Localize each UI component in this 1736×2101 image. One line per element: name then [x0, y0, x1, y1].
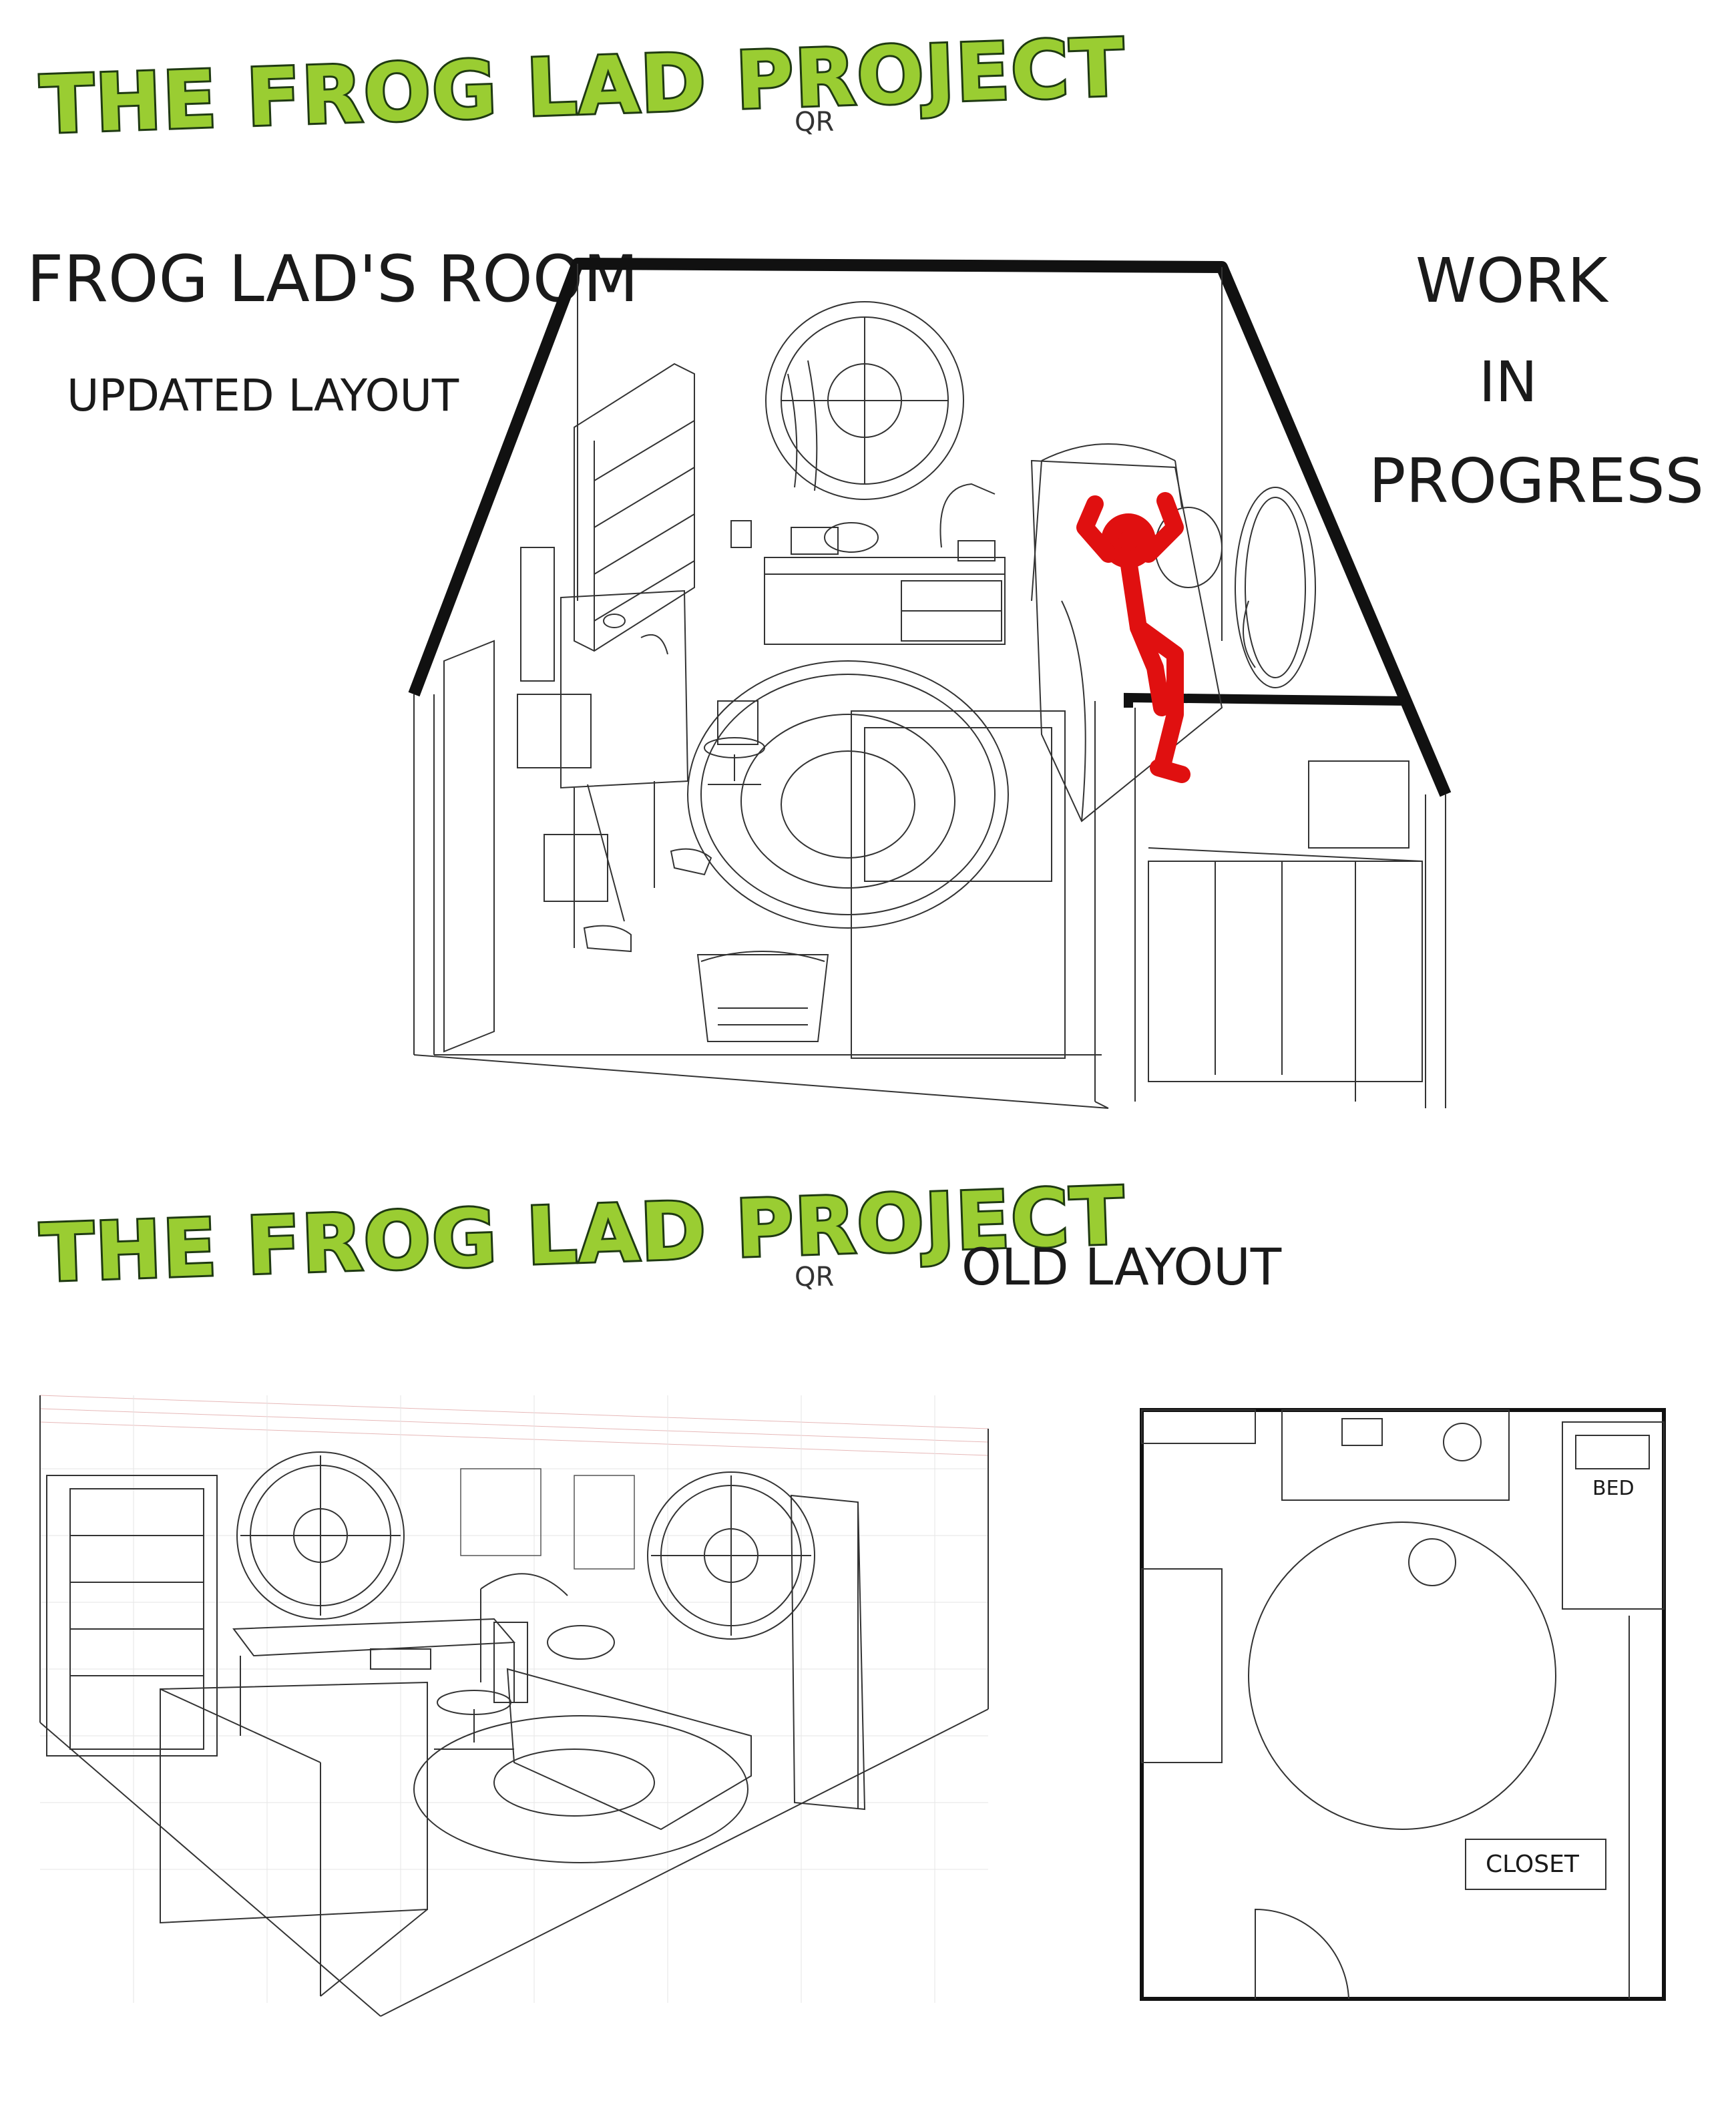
round-window [765, 301, 964, 500]
status-work: WORK [1416, 245, 1608, 316]
old-chair [434, 1622, 528, 1750]
highlight-figure [1076, 492, 1190, 783]
laundry-basket [696, 951, 829, 1042]
floorplan-outline [1140, 1408, 1666, 2001]
office-chair [704, 700, 765, 785]
old-posters [460, 1468, 635, 1570]
back-desk [730, 483, 1006, 645]
old-dresser [160, 1681, 428, 1997]
floorplan-bed [1562, 1421, 1665, 1610]
old-desk [232, 1618, 516, 1736]
bookshelf [574, 363, 695, 652]
old-layout-label: OLD LAYOUT [961, 1237, 1282, 1297]
floorplan-closet-label: CLOSET [1486, 1851, 1579, 1878]
floorplan-bed-label: BED [1592, 1477, 1635, 1500]
room-wall-outline [408, 258, 1452, 797]
floorplan-rug [1248, 1522, 1556, 1830]
page-title: FROG LAD'S ROOM [27, 242, 639, 316]
old-round-window-left [236, 1451, 405, 1620]
old-closet [790, 1494, 866, 1811]
old-round-window-right [647, 1471, 815, 1640]
computer-desk [517, 547, 689, 948]
room-cutaway-outline [1124, 692, 1406, 708]
page-subtitle: UPDATED LAYOUT [67, 370, 459, 421]
right-wall-window [1235, 487, 1316, 688]
floorplan-desk [1281, 1409, 1510, 1501]
floorplan-shelf [1141, 1409, 1256, 1444]
old-bed [480, 1573, 752, 1831]
floorplan-door [1255, 1908, 1349, 2000]
round-rug [687, 660, 1009, 929]
floorplan-closet [1465, 1839, 1606, 1890]
status-progress: PROGRESS [1369, 445, 1704, 517]
qr-mark-icon: QR [795, 1262, 835, 1293]
shoes [583, 848, 712, 953]
old-rug [413, 1715, 748, 1863]
room-structure [413, 264, 1446, 1109]
old-room-walls [39, 1395, 989, 2017]
qr-mark-icon: QR [795, 107, 835, 138]
old-bookshelf [46, 1475, 218, 1757]
status-in: IN [1479, 349, 1538, 415]
floorplan-dresser [1141, 1568, 1223, 1763]
